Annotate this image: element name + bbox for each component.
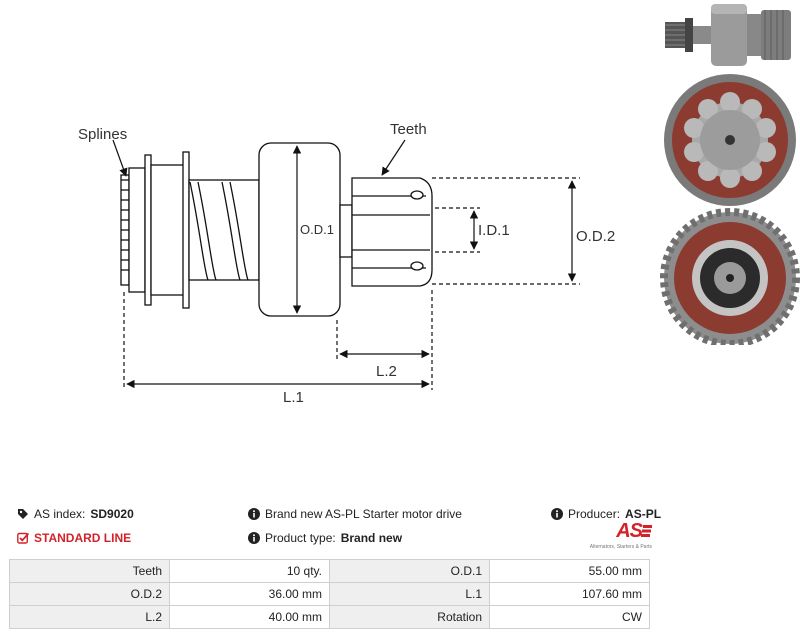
- label-id1: I.D.1: [478, 222, 510, 239]
- spec-label: Teeth: [9, 559, 170, 583]
- photo-side-view: [665, 4, 791, 66]
- table-row: O.D.2 36.00 mm L.1 107.60 mm: [9, 582, 650, 606]
- label-splines: Splines: [78, 126, 127, 143]
- product-photos: [660, 4, 800, 345]
- table-row: L.2 40.00 mm Rotation CW: [9, 605, 650, 629]
- tag-icon: [18, 509, 28, 519]
- info-icon: [551, 508, 563, 520]
- spec-label: L.1: [329, 582, 490, 606]
- spec-value: CW: [489, 605, 650, 629]
- as-index: AS index: SD9020: [17, 507, 134, 521]
- description-text: Brand new AS-PL Starter motor drive: [265, 507, 462, 521]
- spec-value: 10 qty.: [169, 559, 330, 583]
- standard-line: STANDARD LINE: [17, 531, 131, 545]
- label-od2: O.D.2: [576, 228, 615, 245]
- label-l1: L.1: [283, 389, 304, 406]
- info-icon: [248, 508, 260, 520]
- spec-value: 36.00 mm: [169, 582, 330, 606]
- producer-label: Producer:: [568, 507, 621, 521]
- spec-value: 107.60 mm: [489, 582, 650, 606]
- info-icon: [248, 532, 260, 544]
- spec-label: Rotation: [329, 605, 490, 629]
- product-type-label: Product type:: [265, 531, 336, 545]
- spec-value: 55.00 mm: [489, 559, 650, 583]
- as-index-label: AS index:: [34, 507, 86, 521]
- specs-table: Teeth 10 qty. O.D.1 55.00 mm O.D.2 36.00…: [9, 559, 650, 629]
- as-logo: AS Alternators, Starters & Parts: [582, 520, 652, 552]
- description: Brand new AS-PL Starter motor drive: [248, 507, 462, 521]
- spec-label: O.D.2: [9, 582, 170, 606]
- technical-drawing: Splines Teeth O.D.1 I.D.1 O.D.2 L.2 L.1: [78, 121, 615, 406]
- producer: Producer: AS-PL: [551, 507, 661, 521]
- logo-text: AS: [616, 520, 643, 542]
- label-od1: O.D.1: [300, 222, 334, 237]
- as-index-value: SD9020: [90, 507, 134, 521]
- spec-label: L.2: [9, 605, 170, 629]
- product-type: Product type: Brand new: [248, 531, 402, 545]
- photo-rear-gear: [660, 208, 800, 345]
- label-l2: L.2: [376, 363, 397, 380]
- table-row: Teeth 10 qty. O.D.1 55.00 mm: [9, 559, 650, 583]
- spec-value: 40.00 mm: [169, 605, 330, 629]
- flange: [144, 154, 152, 306]
- standard-line-text: STANDARD LINE: [34, 531, 132, 545]
- label-teeth: Teeth: [390, 121, 427, 138]
- pinion: [351, 177, 433, 287]
- product-info: AS index: SD9020 Brand new AS-PL Starter…: [0, 500, 800, 560]
- checkbox-icon: [17, 532, 29, 544]
- product-type-value: Brand new: [340, 531, 403, 545]
- photo-pinion-front: [664, 74, 796, 206]
- logo-stripes-icon: [641, 525, 652, 537]
- producer-value: AS-PL: [625, 507, 662, 521]
- spec-label: O.D.1: [329, 559, 490, 583]
- logo-tagline: Alternators, Starters & Parts: [589, 544, 652, 550]
